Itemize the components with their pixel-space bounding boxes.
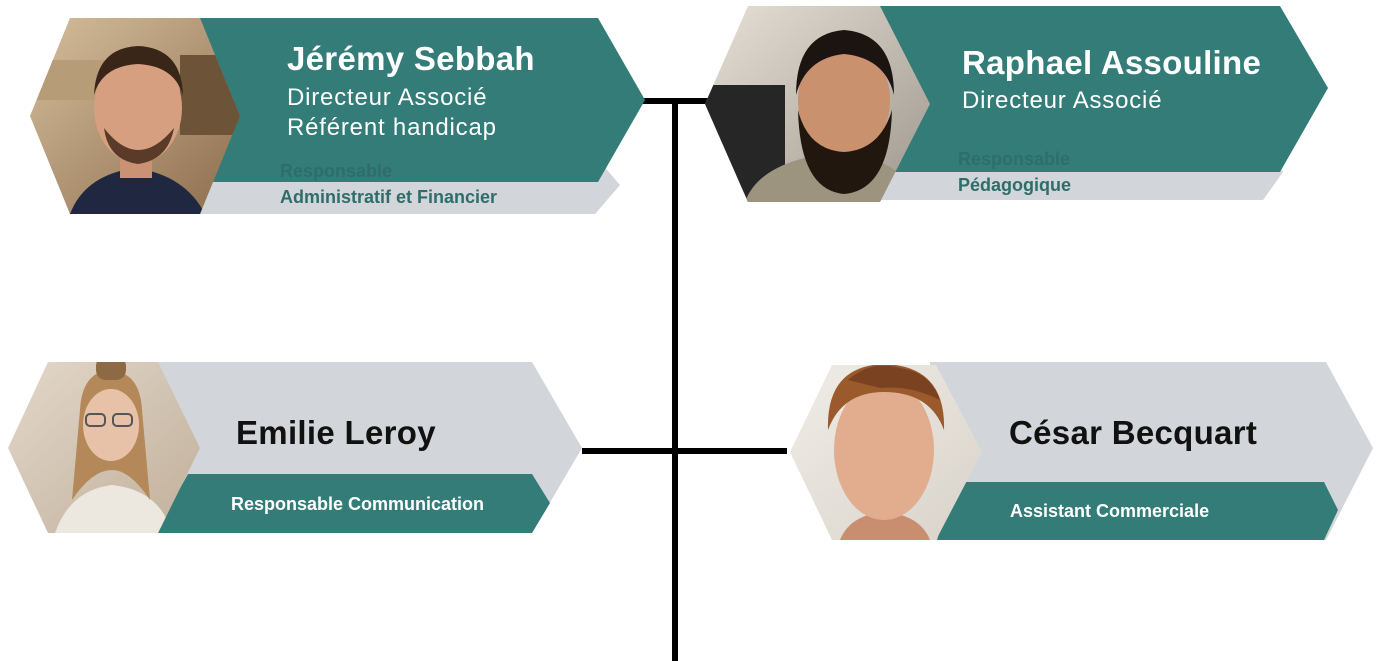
person-role-line-1: Assistant Commerciale xyxy=(1010,501,1210,521)
person-name: César Becquart xyxy=(1009,414,1258,451)
person-role-line-1: Responsable Communication xyxy=(231,494,485,514)
person-title-line-1: Directeur Associé xyxy=(287,84,488,111)
person-name: Raphael Assouline xyxy=(962,44,1262,81)
portrait-photo xyxy=(705,6,930,202)
name-band xyxy=(870,6,1328,172)
card-emilie-leroy: Emilie Leroy Responsable Communication xyxy=(8,362,582,533)
person-title-line-2: Référent handicap xyxy=(287,114,497,141)
name-band xyxy=(200,18,645,182)
card-jeremy-sebbah: Jérémy Sebbah Directeur Associé Référent… xyxy=(0,0,700,230)
portrait-photo xyxy=(790,365,982,540)
person-title-line-1: Directeur Associé xyxy=(962,87,1163,114)
role-band xyxy=(155,474,550,533)
person-role-line-2: Administratif et Financier xyxy=(280,187,498,207)
portrait-photo xyxy=(30,18,240,214)
portrait-photo xyxy=(8,362,200,533)
person-role-line-1: Responsable xyxy=(280,161,393,181)
person-role-line-2: Pédagogique xyxy=(958,175,1072,195)
role-band xyxy=(937,482,1338,540)
person-role-line-1: Responsable xyxy=(958,149,1071,169)
person-name: Jérémy Sebbah xyxy=(287,40,535,77)
card-raphael-assouline: Raphael Assouline Directeur Associé Resp… xyxy=(0,0,1383,230)
person-name: Emilie Leroy xyxy=(236,414,436,451)
